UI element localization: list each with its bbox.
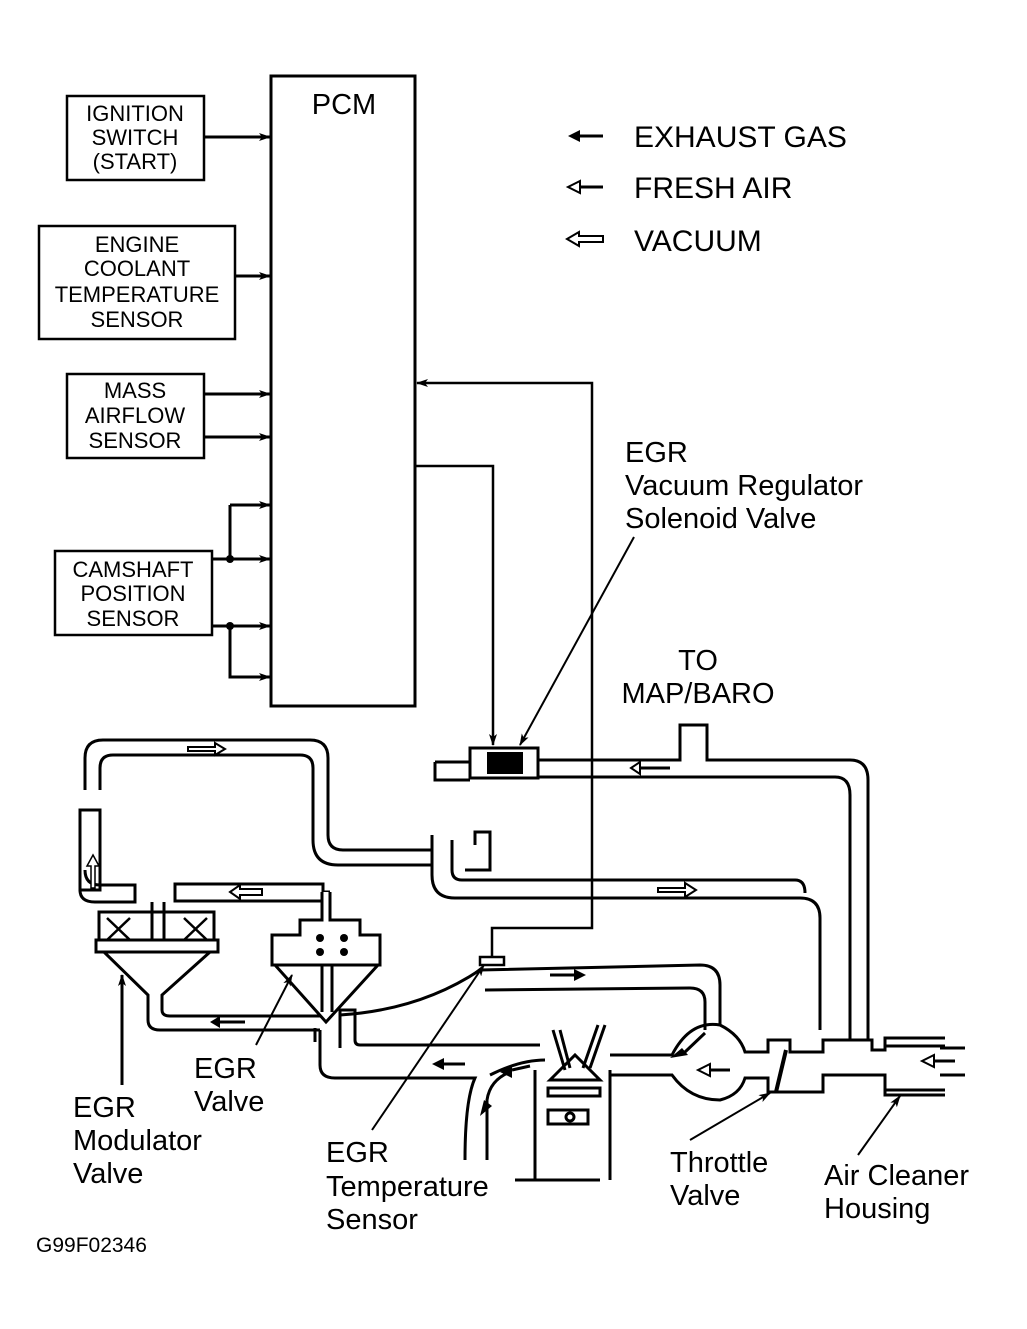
legend-label-fresh-air: FRESH AIR (634, 172, 792, 205)
pcm-block: PCM (269, 74, 417, 708)
throttle-callout: Throttle Valve (670, 1092, 771, 1212)
cmp-line-3: SENSOR (87, 606, 180, 631)
legend-exhaust-gas: EXHAUST GAS (568, 121, 847, 154)
egr-temp-sensor (478, 955, 506, 967)
vrsv-solenoid (433, 746, 540, 782)
throttle-label-2: Valve (670, 1180, 740, 1212)
legend-label-vacuum: VACUUM (634, 225, 762, 258)
air-cleaner-label-1: Air Cleaner (824, 1160, 969, 1192)
vacuum-arrow-top (187, 741, 227, 757)
modulator-label-3: Valve (73, 1158, 143, 1190)
map-baro-label-2: MAP/BARO (621, 678, 774, 710)
exhaust-pipes (313, 963, 722, 1161)
exhaust-arrow-plenum (670, 1048, 688, 1058)
fresh-air-arrow-inlet (919, 1053, 935, 1069)
vacuum-arrow-up (85, 853, 101, 889)
air-cleaner-callout: Air Cleaner Housing (824, 1095, 969, 1225)
cmp-line-2: POSITION (80, 581, 185, 606)
ignition-switch-box: IGNITION SWITCH (START) (65, 94, 271, 182)
legend-fresh-air: FRESH AIR (565, 172, 792, 205)
maf-sensor-box: MASS AIRFLOW SENSOR (65, 372, 271, 460)
exhaust-arrow-4 (574, 969, 586, 981)
maf-line-1: MASS (104, 378, 166, 403)
vacuum-arrow-mid (657, 881, 698, 899)
ect-line-4: SENSOR (91, 307, 184, 332)
temp-sensor-label-2: Temperature (326, 1171, 489, 1203)
exhaust-arrow-2 (500, 1066, 512, 1078)
egr-valve-label-1: EGR (194, 1053, 257, 1085)
egr-valve (270, 892, 382, 1025)
vrsv-label-3: Solenoid Valve (625, 503, 816, 535)
temp-sensor-callout: EGR Temperature Sensor (326, 964, 489, 1236)
vacuum-hoses (78, 723, 870, 1040)
temp-sensor-label-1: EGR (326, 1137, 389, 1169)
intake-manifold (610, 1022, 945, 1102)
exhaust-arrow-3 (480, 1100, 492, 1116)
solid-arrow-icon (568, 130, 580, 142)
throttle-plate (774, 1049, 788, 1093)
open-head-arrow-icon (565, 179, 581, 195)
camshaft-sensor-box: CAMSHAFT POSITION SENSOR (53, 501, 271, 681)
ignition-line-1: IGNITION (86, 101, 184, 126)
vrsv-label-1: EGR (625, 437, 688, 469)
egr-modulator-valve (94, 902, 320, 1032)
modulator-label-2: Modulator (73, 1125, 202, 1157)
ect-line-2: COOLANT (84, 256, 190, 281)
legend-label-exhaust: EXHAUST GAS (634, 121, 847, 154)
cmp-line-1: CAMSHAFT (73, 557, 194, 582)
maf-line-2: AIRFLOW (85, 403, 185, 428)
vrsv-label-2: Vacuum Regulator (625, 470, 863, 502)
temp-sensor-label-3: Sensor (326, 1204, 418, 1236)
modulator-label-1: EGR (73, 1092, 136, 1124)
ect-line-3: TEMPERATURE (55, 282, 220, 307)
maf-line-3: SENSOR (89, 428, 182, 453)
ignition-line-2: SWITCH (92, 125, 179, 150)
map-baro-label-1: TO (678, 645, 718, 677)
exhaust-arrow-1 (432, 1058, 444, 1070)
ignition-line-3: (START) (93, 149, 178, 174)
egr-valve-callout: EGR Valve (194, 974, 293, 1118)
modulator-callout: EGR Modulator Valve (73, 974, 202, 1190)
fresh-air-arrow-plenum (695, 1062, 711, 1078)
throttle-label-1: Throttle (670, 1147, 768, 1179)
ect-sensor-box: ENGINE COOLANT TEMPERATURE SENSOR (37, 224, 271, 341)
ect-line-1: ENGINE (95, 232, 179, 257)
pcm-to-vrsv-wire (415, 464, 497, 746)
legend-vacuum: VACUUM (565, 225, 762, 258)
engine-cylinder (515, 1024, 612, 1182)
egr-valve-label-2: Valve (194, 1086, 264, 1118)
temp-sensor-to-pcm-wire (416, 379, 594, 958)
fresh-air-arrow-hose (629, 760, 641, 776)
exhaust-arrow-modulator (210, 1016, 220, 1028)
hollow-arrow-icon (565, 230, 604, 248)
figure-code: G99F02346 (36, 1234, 147, 1257)
vacuum-arrow-lower (228, 883, 263, 901)
legend: EXHAUST GAS FRESH AIR VACUUM (565, 121, 847, 258)
air-cleaner-label-2: Housing (824, 1193, 930, 1225)
pcm-label: PCM (312, 89, 376, 121)
vrsv-callout: EGR Vacuum Regulator Solenoid Valve (519, 437, 863, 746)
